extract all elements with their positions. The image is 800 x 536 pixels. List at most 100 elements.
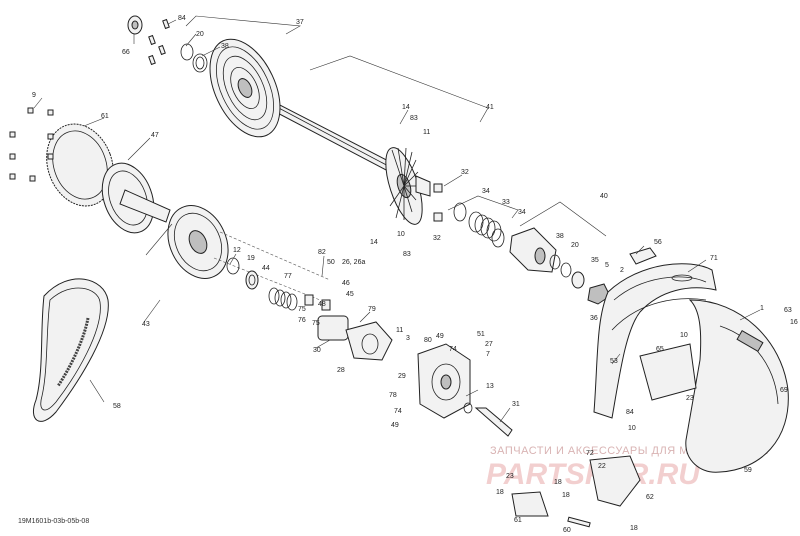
- drive-belt: [33, 278, 109, 422]
- callout-14: 14: [402, 104, 410, 111]
- callout-75: 75: [298, 306, 306, 313]
- callout-47: 47: [151, 132, 159, 139]
- callout-49: 49: [436, 333, 444, 340]
- callout-11b: 11: [396, 327, 403, 334]
- callout-83: 83: [410, 115, 418, 122]
- callout-74b: 74: [394, 408, 402, 415]
- callout-12: 12: [233, 247, 241, 254]
- callout-83b: 83: [403, 251, 411, 258]
- drive-shaft-assembly: [266, 103, 431, 225]
- movable-sheave: [167, 205, 331, 301]
- callout-45: 45: [346, 291, 354, 298]
- callout-75b: 75: [312, 320, 320, 327]
- callout-29: 29: [398, 373, 406, 380]
- callout-49b: 49: [391, 422, 399, 429]
- callout-61: 61: [101, 113, 109, 120]
- callout-27: 27: [485, 341, 493, 348]
- callout-56: 56: [654, 239, 662, 246]
- figure-code: 19M1601b-03b-05b-08: [18, 518, 89, 525]
- callout-28: 28: [337, 367, 345, 374]
- callout-32: 32: [461, 169, 469, 176]
- spider-assembly: [304, 294, 393, 361]
- callout-33: 33: [502, 199, 510, 206]
- callout-74: 74: [449, 346, 457, 353]
- bearing-and-screws: [127, 15, 208, 73]
- callout-37: 37: [296, 19, 304, 26]
- callout-34b: 34: [518, 209, 526, 216]
- callout-46: 46: [342, 280, 350, 287]
- callout-76: 76: [298, 317, 306, 324]
- callout-80: 80: [424, 337, 432, 344]
- callout-10b: 10: [680, 332, 688, 339]
- callout-62: 62: [646, 494, 654, 501]
- callout-61b: 61: [514, 517, 522, 524]
- callout-71: 71: [710, 255, 718, 262]
- callout-43: 43: [142, 321, 150, 328]
- callout-82: 82: [318, 249, 326, 256]
- callout-84b: 84: [626, 409, 634, 416]
- callout-19: 19: [247, 255, 255, 262]
- callout-32b: 32: [433, 235, 441, 242]
- callout-26: 26, 26a: [342, 259, 365, 266]
- callout-18c: 18: [562, 492, 570, 499]
- callout-18d: 18: [630, 525, 638, 532]
- callout-13: 13: [486, 383, 494, 390]
- callout-5: 5: [605, 262, 609, 269]
- callout-18: 18: [554, 479, 562, 486]
- drive-sheave: [101, 162, 171, 234]
- callout-16: 16: [790, 319, 798, 326]
- callout-20b: 20: [571, 242, 579, 249]
- cam-assembly: [509, 227, 611, 305]
- belt-guard: [593, 247, 789, 473]
- callout-22: 22: [598, 463, 606, 470]
- callout-41: 41: [486, 104, 494, 111]
- callout-14b: 14: [370, 239, 378, 246]
- callout-23b: 23: [506, 473, 514, 480]
- callout-3: 3: [406, 335, 410, 342]
- callout-48: 48: [318, 301, 326, 308]
- callout-7: 7: [486, 351, 490, 358]
- callout-44: 44: [262, 265, 270, 272]
- callout-84: 84: [178, 15, 186, 22]
- callout-11: 11: [423, 129, 430, 136]
- springs-and-washers: [226, 183, 505, 311]
- callout-65: 65: [656, 346, 664, 353]
- callout-63: 63: [784, 307, 792, 314]
- callout-38b: 38: [556, 233, 564, 240]
- callout-9: 9: [32, 92, 36, 99]
- callout-2: 2: [620, 267, 624, 274]
- callout-50: 50: [327, 259, 335, 266]
- ring-gear: [9, 107, 114, 207]
- callout-labels: 84 66 20 38 37 9 61 47 41 14 83 11 32 34…: [32, 15, 798, 534]
- callout-1: 1: [760, 305, 764, 312]
- callout-59: 59: [744, 467, 752, 474]
- callout-69: 69: [780, 387, 788, 394]
- callout-78: 78: [389, 392, 397, 399]
- callout-34: 34: [482, 188, 490, 195]
- callout-77: 77: [284, 273, 292, 280]
- callout-79: 79: [368, 306, 376, 313]
- callout-51: 51: [477, 331, 485, 338]
- callout-18b: 18: [496, 489, 504, 496]
- callout-31: 31: [512, 401, 520, 408]
- leader-lines: [33, 15, 761, 423]
- callout-66: 66: [122, 49, 130, 56]
- callout-30: 30: [313, 347, 321, 354]
- callout-53: 53: [610, 358, 618, 365]
- callout-20: 20: [196, 31, 204, 38]
- callout-60: 60: [563, 527, 571, 534]
- clutch-cover: [417, 343, 513, 437]
- callout-40: 40: [600, 193, 608, 200]
- callout-10: 10: [397, 231, 405, 238]
- callout-35: 35: [591, 257, 599, 264]
- callout-23: 23: [686, 395, 694, 402]
- callout-36: 36: [590, 315, 598, 322]
- callout-10c: 10: [628, 425, 636, 432]
- callout-58: 58: [113, 403, 121, 410]
- bracket-parts: [511, 455, 641, 528]
- callout-38: 38: [221, 43, 229, 50]
- callout-72: 72: [586, 450, 594, 457]
- fixed-sheave: [209, 38, 281, 138]
